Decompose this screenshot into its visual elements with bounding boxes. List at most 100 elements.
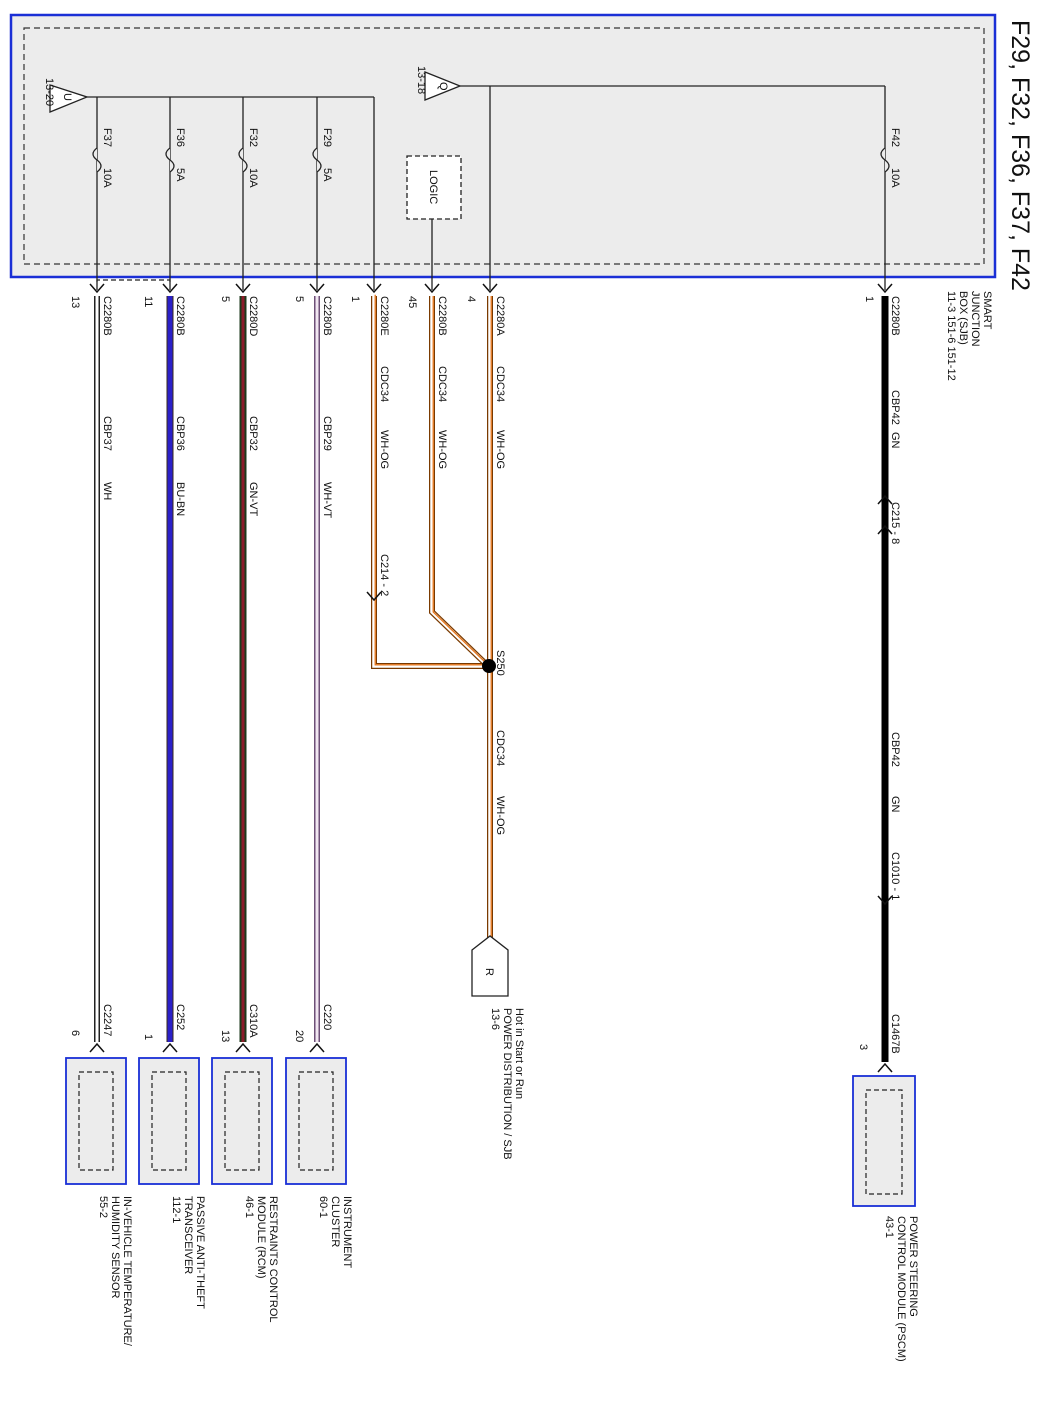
sjb-inner-frame bbox=[23, 27, 985, 265]
svg-text:4: 4 bbox=[465, 296, 477, 302]
svg-text:C252: C252 bbox=[174, 1004, 186, 1030]
svg-text:BU-BN: BU-BN bbox=[174, 482, 186, 516]
svg-text:IN-VEHICLE TEMPERATURE/: IN-VEHICLE TEMPERATURE/ bbox=[121, 1196, 133, 1347]
svg-text:C2280B: C2280B bbox=[174, 296, 186, 336]
fuse-f29: F29 5A bbox=[312, 128, 333, 182]
feed-q-ref: 13-18 bbox=[415, 66, 427, 94]
svg-text:C2280E: C2280E bbox=[378, 296, 390, 336]
svg-text:C214 - 2: C214 - 2 bbox=[378, 554, 390, 596]
svg-text:CDC34: CDC34 bbox=[494, 366, 506, 402]
svg-text:13: 13 bbox=[69, 296, 81, 308]
svg-text:WH-OG: WH-OG bbox=[436, 430, 448, 469]
svg-text:5A: 5A bbox=[321, 168, 333, 182]
component-rcm: RESTRAINTS CONTROL MODULE (RCM) 46-1 bbox=[211, 1057, 279, 1323]
svg-text:Hot in Start or Run: Hot in Start or Run bbox=[513, 1008, 525, 1099]
svg-text:C2247: C2247 bbox=[101, 1004, 113, 1036]
sjb-connector-labels: 13 C2280B 11 C2280B 5 C2280D 5 C2280B 1 … bbox=[69, 296, 901, 336]
sjb-outer-frame bbox=[9, 13, 997, 279]
dest-connector-labels: C2247 6 C252 1 C310A 13 C220 20 C1467B 3 bbox=[69, 1004, 901, 1054]
splice-s250: S250 bbox=[482, 650, 506, 676]
svg-text:10A: 10A bbox=[101, 168, 113, 188]
svg-text:C1467B: C1467B bbox=[889, 1014, 901, 1054]
svg-text:POWER DISTRIBUTION / SJB: POWER DISTRIBUTION / SJB bbox=[501, 1008, 513, 1160]
component-instrument-cluster: INSTRUMENT CLUSTER 60-1 bbox=[285, 1057, 353, 1268]
svg-text:5: 5 bbox=[293, 296, 305, 302]
svg-text:CDC34: CDC34 bbox=[494, 730, 506, 766]
svg-text:PASSIVE ANTI-THEFT: PASSIVE ANTI-THEFT bbox=[194, 1196, 206, 1309]
svg-text:60-1: 60-1 bbox=[317, 1196, 329, 1218]
svg-text:HUMIDITY SENSOR: HUMIDITY SENSOR bbox=[109, 1196, 121, 1299]
fuse-f42: F42 10A bbox=[880, 128, 901, 188]
wire-cdc34-group bbox=[371, 294, 493, 938]
svg-text:C1010 - 1: C1010 - 1 bbox=[889, 852, 901, 900]
pointer-letter: R bbox=[483, 968, 495, 976]
svg-text:CBP36: CBP36 bbox=[174, 416, 186, 451]
dest-connector-arrows bbox=[89, 1042, 893, 1073]
svg-text:1: 1 bbox=[349, 296, 361, 302]
svg-text:CDC34: CDC34 bbox=[378, 366, 390, 402]
component-temp-humidity-sensor: IN-VEHICLE TEMPERATURE/ HUMIDITY SENSOR … bbox=[65, 1057, 133, 1347]
svg-text:C2280B: C2280B bbox=[889, 296, 901, 336]
svg-text:JUNCTION: JUNCTION bbox=[969, 291, 981, 347]
svg-text:WH-VT: WH-VT bbox=[321, 482, 333, 518]
svg-text:F36: F36 bbox=[174, 128, 186, 147]
svg-text:C2280D: C2280D bbox=[247, 296, 259, 336]
inline-connector-c214: C214 - 2 bbox=[366, 554, 390, 602]
bus-q bbox=[460, 85, 886, 290]
svg-text:46-1: 46-1 bbox=[243, 1196, 255, 1218]
svg-text:C2280B: C2280B bbox=[321, 296, 333, 336]
svg-text:CBP32: CBP32 bbox=[247, 416, 259, 451]
bus-u bbox=[87, 96, 375, 290]
svg-text:1: 1 bbox=[863, 296, 875, 302]
power-distribution-pointer: R Hot in Start or Run POWER DISTRIBUTION… bbox=[471, 935, 525, 1160]
feed-u-ref: 13-20 bbox=[43, 78, 55, 106]
svg-text:TRANSCEIVER: TRANSCEIVER bbox=[182, 1196, 194, 1274]
svg-text:112-1: 112-1 bbox=[170, 1196, 182, 1223]
component-pscm: POWER STEERING CONTROL MODULE (PSCM) 43-… bbox=[852, 1075, 919, 1362]
sjb-label: SMART JUNCTION BOX (SJB) 11-3 151-6 151-… bbox=[945, 291, 993, 381]
svg-text:11: 11 bbox=[142, 296, 154, 307]
svg-text:13-6: 13-6 bbox=[489, 1008, 501, 1030]
fuse-branches bbox=[96, 97, 318, 290]
svg-text:45: 45 bbox=[406, 296, 418, 308]
svg-text:10A: 10A bbox=[889, 168, 901, 188]
svg-text:BOX (SJB): BOX (SJB) bbox=[957, 291, 969, 345]
svg-text:INSTRUMENT: INSTRUMENT bbox=[341, 1196, 353, 1268]
svg-text:WH-OG: WH-OG bbox=[494, 430, 506, 469]
svg-text:SMART: SMART bbox=[981, 291, 993, 330]
svg-text:55-2: 55-2 bbox=[97, 1196, 109, 1218]
svg-text:20: 20 bbox=[293, 1030, 305, 1042]
svg-text:RESTRAINTS CONTROL: RESTRAINTS CONTROL bbox=[267, 1196, 279, 1323]
svg-text:43-1: 43-1 bbox=[883, 1216, 895, 1238]
svg-text:C220: C220 bbox=[321, 1004, 333, 1030]
svg-text:1: 1 bbox=[142, 1034, 154, 1040]
svg-text:C215 - 8: C215 - 8 bbox=[889, 502, 901, 544]
svg-text:CLUSTER: CLUSTER bbox=[329, 1196, 341, 1247]
svg-text:F29: F29 bbox=[321, 128, 333, 147]
svg-text:C2280B: C2280B bbox=[101, 296, 113, 336]
svg-text:GN-VT: GN-VT bbox=[247, 482, 259, 517]
sjb-connector-arrows bbox=[89, 283, 893, 294]
diagram-title: F29, F32, F36, F37, F42 bbox=[1006, 20, 1034, 291]
inline-connector-c1010: C1010 - 1 bbox=[877, 852, 901, 906]
svg-text:3: 3 bbox=[857, 1044, 869, 1050]
svg-text:CBP37: CBP37 bbox=[101, 416, 113, 451]
circuit-labels: CBP37 WH CBP36 BU-BN CBP32 GN-VT CBP29 W… bbox=[101, 366, 901, 835]
svg-text:CDC34: CDC34 bbox=[436, 366, 448, 402]
svg-text:GN: GN bbox=[889, 796, 901, 813]
svg-text:6: 6 bbox=[69, 1030, 81, 1036]
svg-text:CBP42: CBP42 bbox=[889, 732, 901, 767]
svg-text:GN: GN bbox=[889, 432, 901, 449]
svg-text:C2280A: C2280A bbox=[494, 296, 506, 336]
component-pats-transceiver: PASSIVE ANTI-THEFT TRANSCEIVER 112-1 bbox=[138, 1057, 206, 1309]
svg-text:S250: S250 bbox=[494, 650, 506, 676]
svg-text:F42: F42 bbox=[889, 128, 901, 147]
feed-u-symbol: U 13-20 bbox=[43, 78, 89, 113]
svg-text:CBP42: CBP42 bbox=[889, 390, 901, 425]
svg-text:5: 5 bbox=[219, 296, 231, 302]
svg-text:POWER STEERING: POWER STEERING bbox=[907, 1216, 919, 1317]
inline-connector-c215: C215 - 8 bbox=[877, 494, 901, 544]
svg-text:13: 13 bbox=[219, 1030, 231, 1042]
svg-text:F37: F37 bbox=[101, 128, 113, 147]
